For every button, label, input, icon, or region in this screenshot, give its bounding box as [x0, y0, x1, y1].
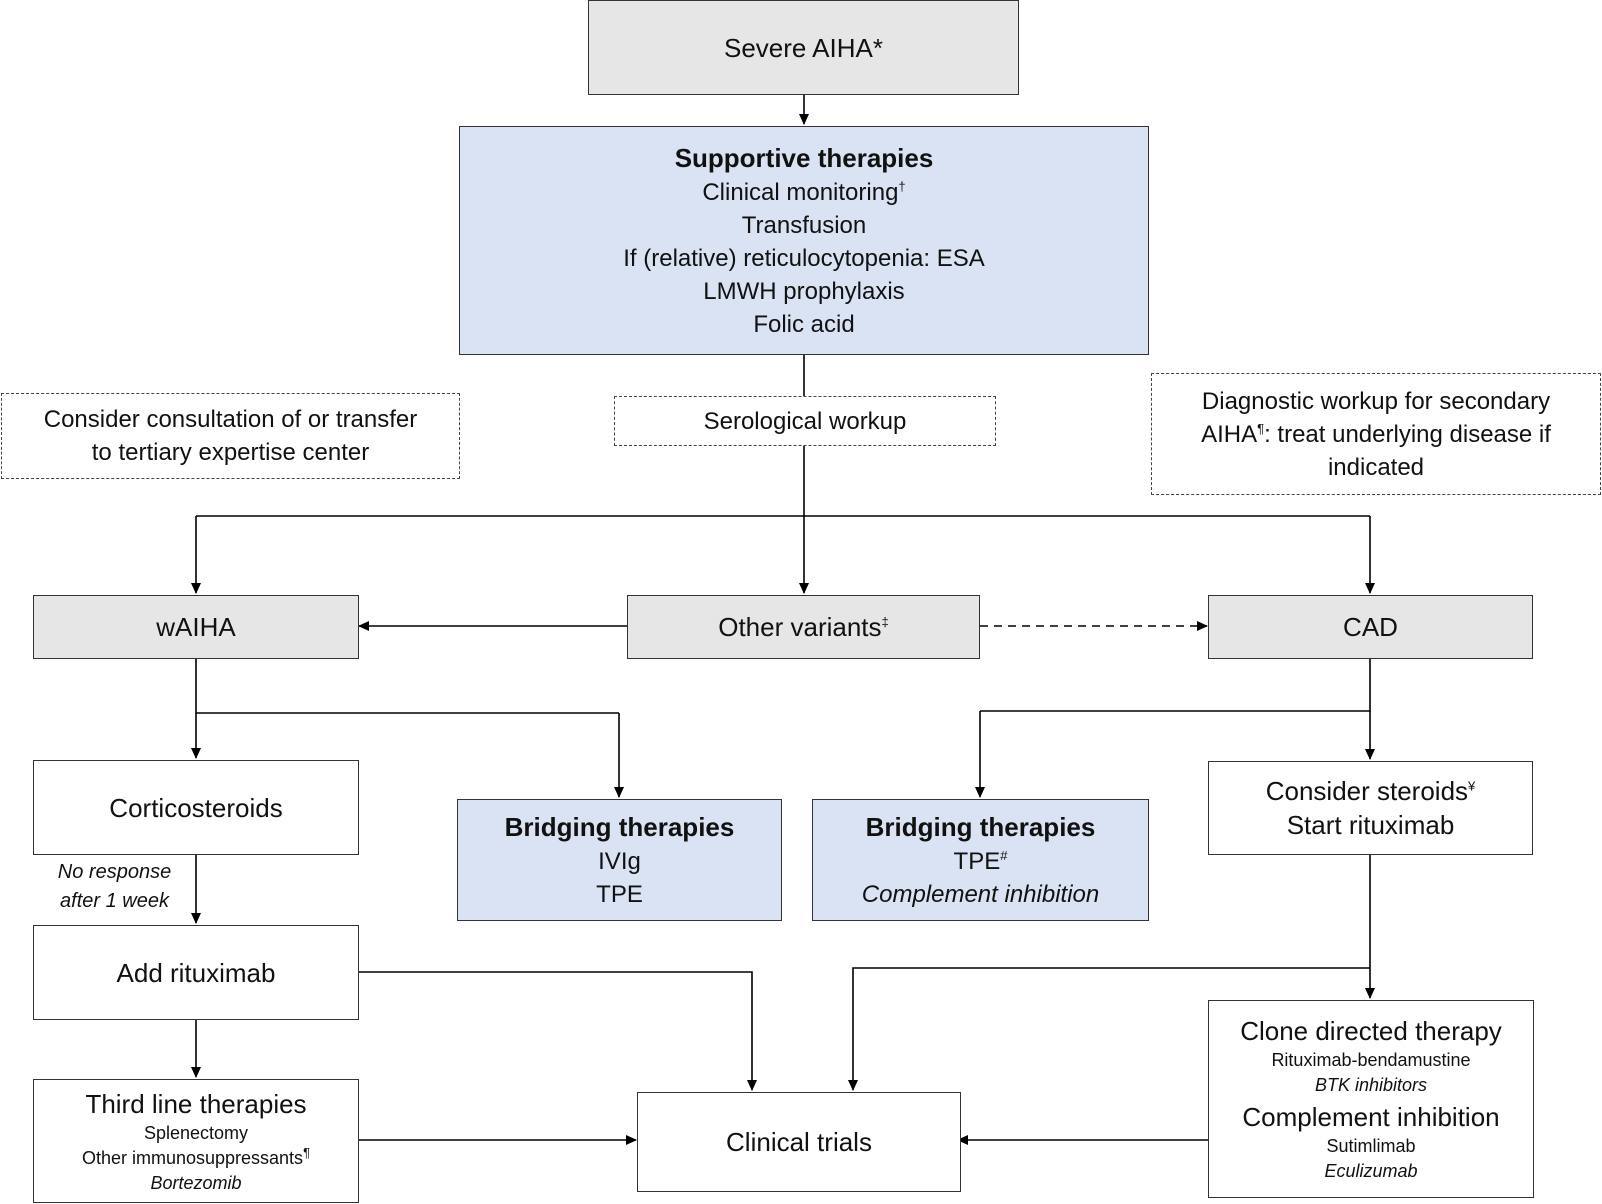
corticosteroids-label: Corticosteroids: [109, 792, 283, 823]
third-line-item: Splenectomy: [143, 1122, 249, 1143]
consult-line: to tertiary expertise center: [91, 439, 370, 466]
complement-title: Complement inhibition: [1242, 1102, 1500, 1132]
clone-directed-therapy-node: Clone directed therapy Rituximab-bendamu…: [1208, 1000, 1534, 1198]
severe-aiha-node: Severe AIHA*: [588, 0, 1019, 95]
other-variants-label: Other variants‡: [718, 612, 889, 642]
clinical-trials-node: Clinical trials: [637, 1092, 961, 1192]
bridging-item: IVIg: [598, 848, 641, 875]
bridging-item: Complement inhibition: [861, 881, 1100, 908]
clone-item: Rituximab-bendamustine: [1271, 1050, 1471, 1070]
clinical-trials-label: Clinical trials: [726, 1127, 872, 1157]
rituximab-line: Start rituximab: [1286, 810, 1455, 840]
supportive-item: If (relative) reticulocytopenia: ESA: [623, 245, 985, 272]
bridging-therapies-cad-node: Bridging therapies TPE# Complement inhib…: [812, 799, 1149, 921]
bridging-item: TPE: [596, 881, 643, 908]
diagnostic-line: Diagnostic workup for secondary: [1201, 387, 1551, 415]
bridging-title: Bridging therapies: [504, 812, 735, 842]
serological-workup-node: Serological workup: [614, 396, 996, 446]
add-rituximab-node: Add rituximab: [33, 925, 359, 1020]
supportive-therapies-node: Supportive therapies Clinical monitoring…: [459, 126, 1149, 355]
complement-item: Sutimlimab: [1326, 1136, 1416, 1156]
diagnostic-line: indicated: [1327, 453, 1425, 481]
severe-aiha-label: Severe AIHA*: [724, 32, 883, 63]
steroids-rituximab-cad-node: Consider steroids¥ Start rituximab: [1208, 761, 1533, 855]
line-waiha-down: [195, 658, 619, 714]
add-rituximab-label: Add rituximab: [116, 957, 276, 988]
bridging-title: Bridging therapies: [865, 812, 1096, 842]
arrow-rituximab-to-trials: [359, 971, 757, 1091]
bridging-therapies-waiha-node: Bridging therapies IVIg TPE: [457, 799, 782, 921]
third-line-item: Bortezomib: [150, 1172, 242, 1193]
supportive-item: Folic acid: [753, 311, 855, 338]
consultation-note: Consider consultation of or transfer to …: [1, 393, 460, 479]
clone-title: Clone directed therapy: [1240, 1016, 1502, 1046]
consult-line: Consider consultation of or transfer: [43, 406, 418, 433]
complement-item: Eculizumab: [1324, 1161, 1418, 1181]
third-line-title: Third line therapies: [85, 1088, 307, 1119]
serological-label: Serological workup: [703, 407, 907, 435]
third-line-therapies-node: Third line therapies Splenectomy Other i…: [33, 1079, 359, 1203]
other-variants-node: Other variants‡: [627, 595, 980, 659]
steroids-line: Consider steroids¥: [1265, 776, 1476, 806]
arrow-cad-to-trials: [848, 967, 1370, 1091]
clone-item: BTK inhibitors: [1314, 1075, 1428, 1095]
supportive-item: LMWH prophylaxis: [703, 278, 905, 305]
waiha-label: wAIHA: [156, 612, 236, 642]
third-line-item: Other immunosuppressants¶: [81, 1144, 311, 1168]
supportive-item: Transfusion: [741, 212, 867, 239]
supportive-item: Clinical monitoring†: [702, 179, 906, 206]
bridging-item: TPE#: [953, 848, 1008, 875]
cad-label: CAD: [1343, 612, 1398, 642]
diagnostic-workup-note: Diagnostic workup for secondary AIHA¶: t…: [1151, 373, 1601, 495]
line-cad-down: [980, 658, 1371, 712]
corticosteroids-node: Corticosteroids: [33, 760, 359, 855]
diagnostic-line: AIHA¶: treat underlying disease if: [1201, 420, 1551, 448]
no-response-label: No response after 1 week: [57, 861, 172, 912]
cad-node: CAD: [1208, 595, 1533, 659]
waiha-node: wAIHA: [33, 595, 359, 659]
supportive-title: Supportive therapies: [674, 143, 934, 173]
